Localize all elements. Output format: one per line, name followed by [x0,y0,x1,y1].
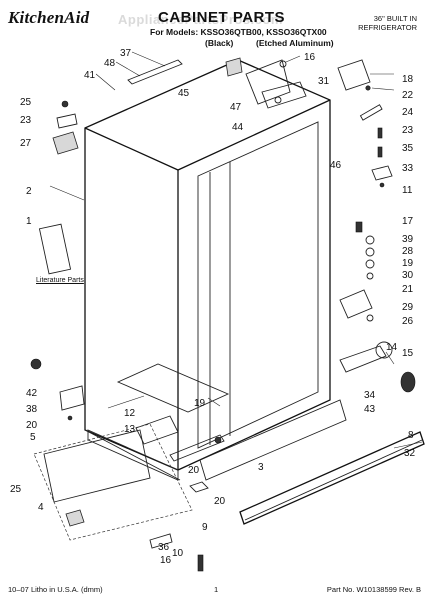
callout-number: 30 [402,270,414,281]
callout-number: 10 [172,548,184,559]
callout-number: 5 [30,432,36,443]
document-part-number: Part No. W10138599 Rev. B [326,585,421,594]
callout-number: 4 [38,502,44,513]
callout-number: 29 [402,302,414,313]
left-small-parts [30,100,85,421]
callout-number: 27 [20,138,32,149]
callout-number: 21 [402,284,414,295]
watermark: AppliancePartsPros.com [118,12,283,27]
product-type-line1: 36" BUILT IN [373,14,417,23]
callout-number: 19 [194,398,206,409]
callout-number: 47 [230,102,242,113]
callout-number: 48 [104,58,116,69]
litho-note: 10–07 Litho in U.S.A. (dmm) [8,585,103,594]
callout-number: 14 [386,342,398,353]
callout-number: 16 [160,555,172,566]
literature-parts-label: Literature Parts [36,277,84,284]
callout-number: 17 [402,216,414,227]
upper-hinge-assembly [337,59,393,188]
callout-number: 23 [402,125,414,136]
callout-number: 19 [402,258,414,269]
callout-number: 24 [402,107,414,118]
variant-steel-label: (Etched Aluminum) [256,38,334,48]
callout-number: 25 [20,97,32,108]
callout-number: 31 [318,76,330,87]
callout-number: 46 [330,160,342,171]
base-assembly [33,363,230,572]
variant-black-label: (Black) [205,38,234,48]
callout-number: 41 [84,70,96,81]
top-brackets [127,57,307,109]
page-title: CABINET PARTS [158,9,286,26]
callout-number: 34 [364,390,376,401]
callout-number: 22 [402,90,414,101]
callout-number: 2 [26,186,32,197]
callout-number: 25 [10,484,22,495]
callout-number: 26 [402,316,414,327]
cabinet-body [84,59,331,481]
callout-number: 33 [402,163,414,174]
callout-number: 43 [364,404,376,415]
callout-number: 35 [402,143,414,154]
callout-number: 38 [26,404,38,415]
roller-assembly [339,341,416,393]
callout-number: 23 [20,115,32,126]
callout-number: 11 [402,185,413,196]
callout-number: 28 [402,246,414,257]
toe-grille [199,399,425,525]
callout-number: 13 [124,424,136,435]
callout-number: 36 [158,542,170,553]
page-number: 1 [214,585,219,594]
leader-lines [49,51,423,449]
callout-number: 39 [402,234,414,245]
brand-logo: KitchenAid [8,8,90,27]
callout-number: 37 [120,48,132,59]
callout-number: 32 [404,448,416,459]
callout-number: 15 [402,348,414,359]
lower-hinge-assembly [339,221,375,322]
callout-number: 42 [26,388,38,399]
callout-number: 18 [402,74,414,85]
callout-number: 12 [124,408,136,419]
callout-number: 1 [26,216,32,227]
callout-number: 3 [258,462,264,473]
product-type-line2: REFRIGERATOR [358,23,417,32]
callout-number: 44 [232,122,244,133]
callout-number: 20 [188,465,200,476]
callout-number: 9 [202,522,208,533]
callout-number: 45 [178,88,190,99]
models-line: For Models: KSSO36QTB00, KSSO36QTX00 [150,27,327,37]
callout-number: 16 [304,52,316,63]
callout-number: 20 [26,420,38,431]
callout-number: 20 [214,496,226,507]
callout-number: 8 [408,430,414,441]
